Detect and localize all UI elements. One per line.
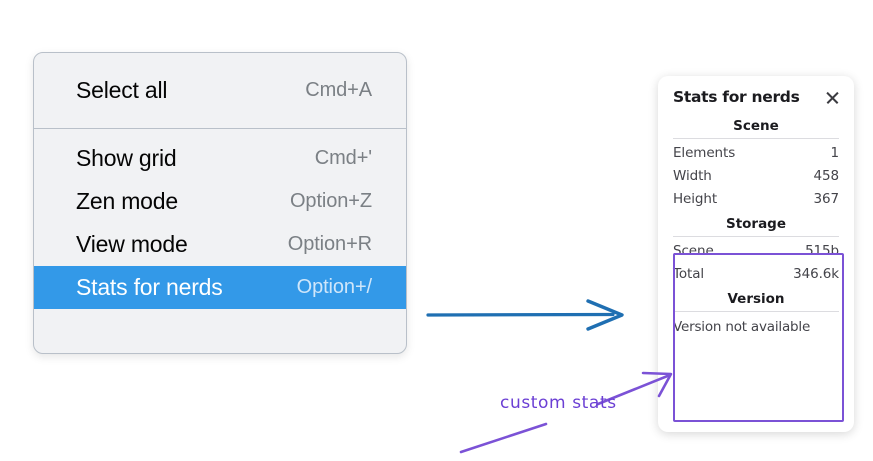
stats-section-version: Version Version not available — [673, 285, 839, 340]
stat-value: 367 — [813, 190, 840, 207]
section-rule — [673, 236, 839, 237]
stat-row: Width 458 — [673, 164, 839, 187]
menu-item-view-mode[interactable]: View mode Option+R — [34, 223, 406, 266]
menu-item-show-grid[interactable]: Show grid Cmd+' — [34, 137, 406, 180]
stat-row: Scene 515b — [673, 239, 839, 262]
menu-bottom-padding — [34, 317, 406, 353]
menu-item-shortcut: Option+R — [287, 233, 372, 255]
menu-item-shortcut: Cmd+A — [305, 79, 372, 101]
stats-for-nerds-panel: Stats for nerds Scene Elements 1 Width 4… — [658, 76, 854, 432]
menu-item-label: Zen mode — [76, 188, 178, 214]
stat-value: 346.6k — [793, 265, 839, 282]
custom-stats-annotation-label: custom stats — [500, 393, 617, 413]
menu-item-shortcut: Cmd+' — [314, 147, 372, 169]
stat-row: Elements 1 — [673, 141, 839, 164]
menu-item-stats-for-nerds[interactable]: Stats for nerds Option+/ — [34, 266, 406, 309]
stat-key: Elements — [673, 144, 736, 161]
stat-value: 458 — [813, 167, 840, 184]
section-rule — [673, 138, 839, 139]
stat-row: Total 346.6k — [673, 262, 839, 285]
section-title: Scene — [733, 118, 779, 134]
stats-panel-title: Stats for nerds — [673, 88, 800, 106]
menu-item-label: View mode — [76, 231, 188, 257]
stat-key: Total — [673, 265, 705, 282]
stat-value: 515b — [805, 242, 839, 259]
menu-item-zen-mode[interactable]: Zen mode Option+Z — [34, 180, 406, 223]
menu-item-shortcut: Option+/ — [296, 276, 372, 298]
section-rule — [673, 311, 839, 312]
stat-key: Height — [673, 190, 718, 207]
context-menu: Select all Cmd+A Show grid Cmd+' Zen mod… — [33, 52, 407, 354]
version-text: Version not available — [673, 319, 811, 335]
stats-section-scene: Scene Elements 1 Width 458 Height 367 — [673, 112, 839, 210]
stats-section-storage: Storage Scene 515b Total 346.6k — [673, 210, 839, 285]
menu-separator — [34, 128, 406, 129]
menu-group-2: Show grid Cmd+' Zen mode Option+Z View m… — [34, 129, 406, 317]
stat-key: Scene — [673, 242, 714, 259]
stat-row: Height 367 — [673, 187, 839, 210]
stat-value: 1 — [830, 144, 840, 161]
section-title: Storage — [725, 216, 787, 232]
menu-item-label: Select all — [76, 77, 168, 103]
close-icon[interactable] — [825, 90, 840, 105]
menu-item-label: Stats for nerds — [76, 274, 223, 300]
stat-key: Width — [673, 167, 712, 184]
menu-group-1: Select all Cmd+A — [34, 53, 406, 128]
section-title: Version — [727, 291, 785, 307]
stats-panel-body: Scene Elements 1 Width 458 Height 367 St… — [658, 112, 854, 340]
stats-panel-header: Stats for nerds — [658, 76, 854, 112]
menu-item-shortcut: Option+Z — [289, 190, 372, 212]
menu-item-label: Show grid — [76, 145, 177, 171]
menu-item-select-all[interactable]: Select all Cmd+A — [34, 69, 406, 112]
blue-arrow — [426, 299, 624, 331]
purple-underline-stroke — [459, 422, 548, 454]
